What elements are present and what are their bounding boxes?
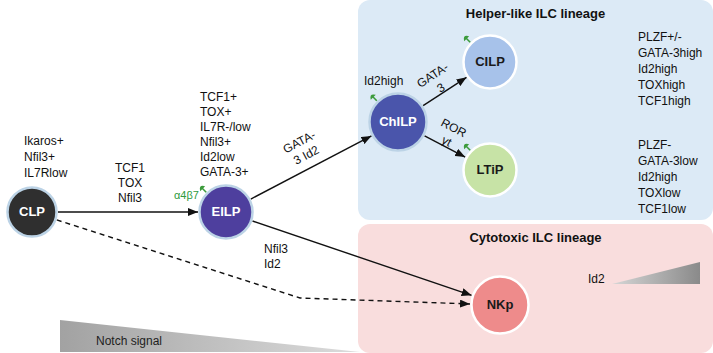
- marker-label-holder: Id2high: [638, 170, 677, 185]
- lineage-panel: Cytotoxic ILC lineageNKp: [358, 224, 713, 353]
- cell-body: [8, 188, 57, 237]
- marker-label-holder: Nfil3+: [200, 135, 231, 150]
- marker-label: Id2high: [638, 170, 677, 185]
- marker-label-holder: TCF1low: [638, 202, 686, 217]
- marker-label: GATA-3high: [638, 46, 702, 61]
- marker-label-holder: Ikaros+: [24, 134, 64, 149]
- panel-ground: [358, 224, 713, 353]
- panel-title: Cytotoxic ILC lineage: [358, 224, 713, 246]
- marker-label: IL7Rlow: [24, 166, 67, 181]
- id2-gradient-ramp: [612, 262, 700, 284]
- marker-label-holder: IL7Rlow: [24, 166, 67, 181]
- edge-label-holder: TCF1 TOX Nfil3: [115, 161, 145, 206]
- marker-label-holder: GATA-3+: [200, 165, 249, 180]
- progenitor-circle: EILP: [198, 184, 254, 240]
- marker-label: Id2high: [364, 74, 403, 89]
- marker-label: Id2low: [200, 150, 235, 165]
- edge-label-holder: Nfil3 Id2: [264, 242, 288, 272]
- marker-label-holder: Id2high: [638, 62, 677, 77]
- cell-name: LTiP: [477, 162, 504, 178]
- signal-gradient-wedge: Notch signal: [60, 318, 360, 352]
- marker-label: TOX+: [200, 105, 231, 120]
- cell-name: CLP: [19, 204, 45, 220]
- marker-label: Nfil3+: [24, 150, 55, 165]
- cell-name: CILP: [475, 54, 505, 70]
- marker-label-holder: Nfil3+: [24, 150, 55, 165]
- marker-label-holder: GATA-3high: [638, 46, 702, 61]
- cell-body: [464, 36, 517, 89]
- integrin-receptor: [462, 34, 473, 45]
- cell-name: ChILP: [379, 114, 417, 130]
- factor-label: TCF1 TOX Nfil3: [115, 161, 145, 206]
- integrin-receptor: [198, 184, 209, 195]
- marker-label-holder: Id2low: [200, 150, 235, 165]
- marker-label: Nfil3+: [200, 135, 231, 150]
- integrin-receptor: [369, 93, 380, 104]
- marker-label: TOXhigh: [638, 78, 685, 93]
- dashed-arrow: [57, 220, 470, 304]
- marker-label-holder: IL7R-/low: [200, 120, 251, 135]
- marker-label-holder: TCF1high: [638, 94, 691, 109]
- marker-label: PLZF+/-: [638, 30, 682, 45]
- receptor-head: [462, 142, 469, 149]
- marker-label: TCF1high: [638, 94, 691, 109]
- marker-label: PLZF-: [638, 138, 671, 153]
- receptor-head: [369, 93, 376, 100]
- progenitor-circle: CLP: [6, 186, 58, 238]
- factor-label: Nfil3 Id2: [264, 242, 288, 272]
- marker-label: IL7R-/low: [200, 120, 251, 135]
- marker-label: GATA-3+: [200, 165, 249, 180]
- marker-label-holder: α4β7: [174, 188, 199, 203]
- marker-label: TOXlow: [638, 186, 680, 201]
- progenitor-circle: NKp: [470, 275, 530, 335]
- marker-label: Ikaros+: [24, 134, 64, 149]
- receptor-head: [462, 34, 469, 41]
- lineage-arrow: [58, 211, 198, 212]
- panel-ground: [358, 0, 713, 220]
- panel-title: Helper-like ILC lineage: [358, 0, 713, 22]
- cell-name: NKp: [487, 297, 514, 313]
- progenitor-circle: CILP: [462, 34, 518, 90]
- cell-body: [370, 94, 427, 151]
- marker-label-holder: TOXhigh: [638, 78, 685, 93]
- marker-label-holder: GATA-3low: [638, 154, 698, 169]
- marker-label-holder: PLZF+/-: [638, 30, 682, 45]
- marker-label: α4β7: [174, 188, 199, 203]
- cell-body: [200, 186, 253, 239]
- lineage-arrow: [253, 221, 472, 295]
- cell-body: [472, 277, 529, 334]
- marker-label: GATA-3low: [638, 154, 698, 169]
- marker-label-holder: Id2high: [364, 74, 403, 89]
- integrin-receptor: [462, 142, 473, 153]
- cell-body: [464, 144, 517, 197]
- marker-label: TCF1low: [638, 202, 686, 217]
- marker-label-holder: TCF1+: [200, 90, 237, 105]
- marker-label-holder: TOXlow: [638, 186, 680, 201]
- progenitor-circle: ChILP: [368, 92, 428, 152]
- marker-label: TCF1+: [200, 90, 237, 105]
- marker-label-holder: PLZF-: [638, 138, 671, 153]
- signal-label: Notch signal: [60, 318, 360, 349]
- marker-label: Id2: [588, 272, 605, 287]
- marker-label-holder: TOX+: [200, 105, 231, 120]
- receptor-head: [198, 184, 205, 191]
- marker-label-holder: Id2: [588, 272, 605, 287]
- progenitor-circle: LTiP: [462, 142, 518, 198]
- marker-label: Id2high: [638, 62, 677, 77]
- cell-name: EILP: [212, 204, 241, 220]
